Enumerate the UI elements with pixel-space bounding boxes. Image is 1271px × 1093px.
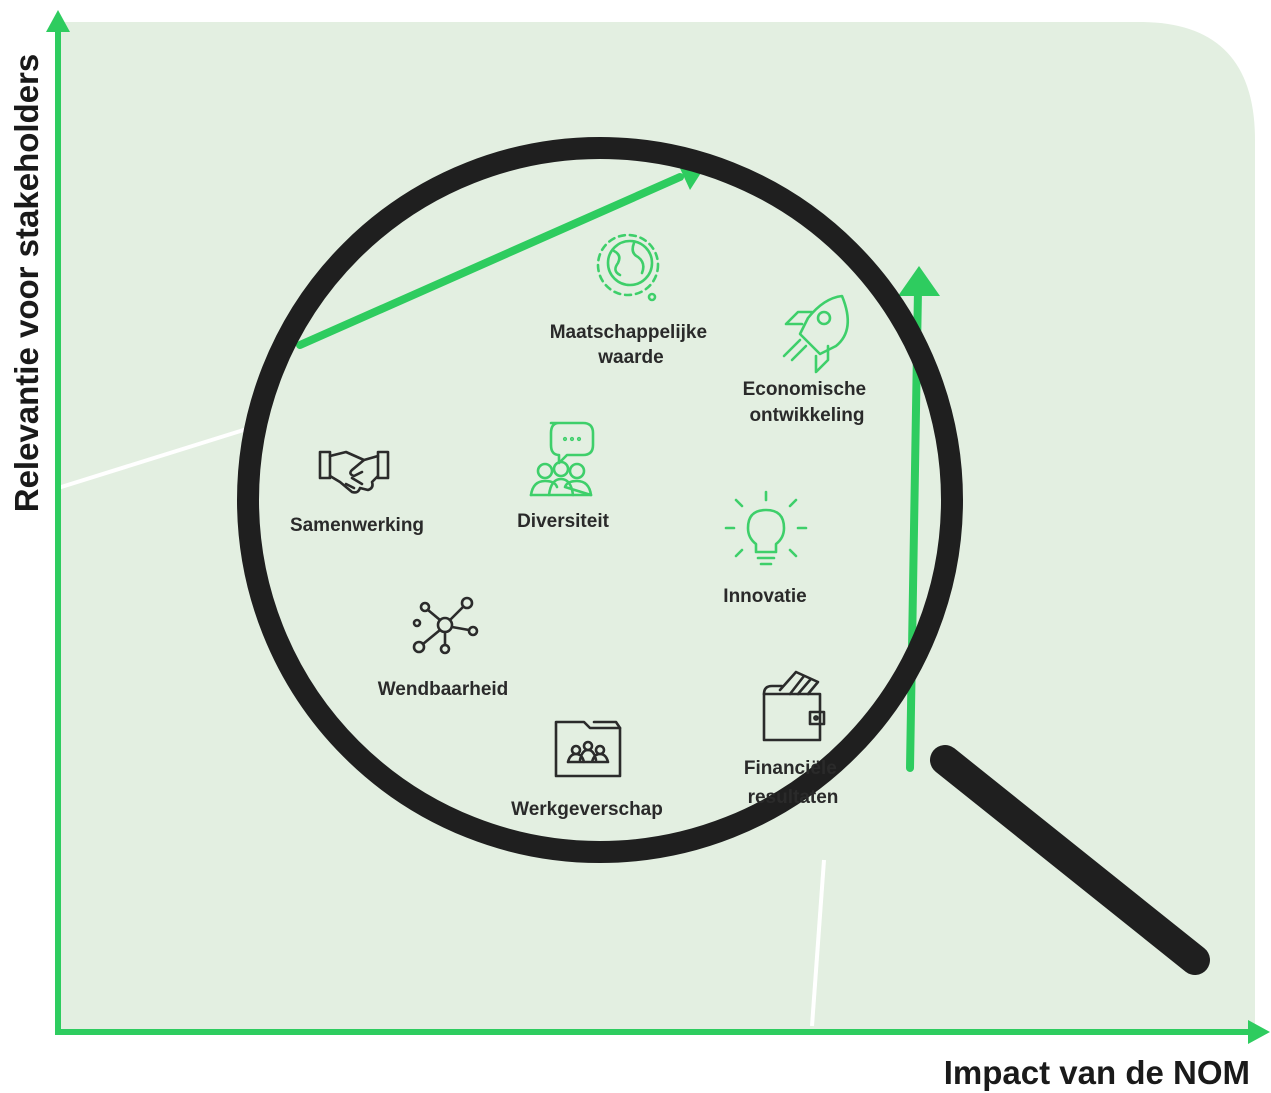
topic-label-werkgeverschap: Werkgeverschap (511, 799, 663, 820)
topic-label-samenwerking: Samenwerking (290, 515, 424, 536)
people-chat-icon (529, 421, 595, 497)
guide-line-left (57, 426, 251, 490)
y-axis-label: Relevantie voor stakeholders (8, 54, 45, 513)
topic-label-maatschappelijke-waarde: Maatschappelijke waarde (550, 322, 713, 368)
rocket-icon (782, 294, 850, 374)
globe-icon (596, 233, 660, 302)
topic-label-wendbaarheid: Wendbaarheid (378, 679, 509, 700)
guide-line-bottom (810, 859, 826, 1027)
topic-label-diversiteit: Diversiteit (517, 511, 610, 532)
x-axis-label: Impact van de NOM (944, 1054, 1250, 1091)
topic-label-economische-ontwikkeling: Economische ontwikkeling (743, 379, 872, 426)
folder-people-icon (554, 720, 622, 778)
lightbulb-icon (724, 490, 808, 566)
network-icon (412, 596, 479, 655)
trend-arrow-diagonal (296, 173, 684, 349)
topic-label-innovatie: Innovatie (723, 586, 806, 607)
trend-arrow-vertical-head (898, 266, 940, 296)
topic-label-financiele-resultaten: Financiële resultaten (744, 758, 842, 808)
y-axis-arrowhead (46, 10, 70, 32)
magnifier-handle (930, 745, 1210, 975)
wallet-icon (762, 670, 826, 742)
handshake-icon (318, 450, 390, 494)
x-axis-arrowhead (1248, 1020, 1270, 1044)
magnifier-lens-ring (237, 137, 963, 863)
